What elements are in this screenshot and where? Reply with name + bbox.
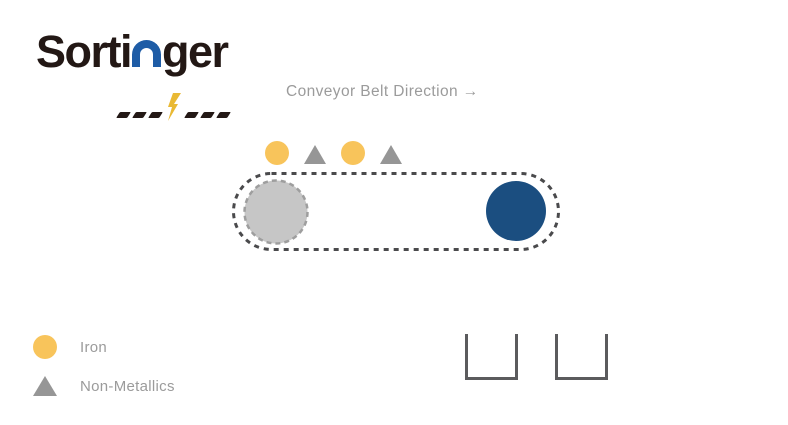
speed-dash-icon	[200, 112, 215, 118]
non-metallics-triangle-icon	[33, 376, 57, 396]
legend-swatch	[32, 376, 58, 396]
speed-dash-icon	[132, 112, 147, 118]
lightning-bolt-icon	[168, 93, 181, 121]
legend-item-iron: Iron	[32, 335, 175, 359]
iron-circle-icon	[33, 335, 57, 359]
conveyor-belt	[232, 172, 560, 251]
brand-logo: Sorti ger	[36, 26, 246, 121]
belt-item-iron	[265, 141, 289, 165]
legend-label-non-metallics: Non-Metallics	[80, 377, 175, 395]
legend-label-iron: Iron	[80, 338, 108, 356]
collection-bin-right	[555, 334, 608, 380]
logo-text-end: ger	[162, 26, 229, 77]
belt-item-non-metallic	[304, 145, 326, 164]
legend-item-non-metallics: Non-Metallics	[32, 374, 175, 398]
magnetic-drum	[486, 181, 546, 241]
belt-outline	[232, 172, 560, 251]
conveyor-direction-label: Conveyor Belt Direction →	[286, 83, 479, 100]
belt-item-iron	[341, 141, 365, 165]
magnet-n-icon	[132, 40, 162, 67]
logo-wordmark: Sorti ger	[36, 26, 246, 78]
belt-items	[265, 140, 402, 165]
speed-dash-icon	[148, 112, 163, 118]
collection-bin-left	[465, 334, 518, 380]
logo-speed-dashes	[116, 64, 231, 121]
speed-dash-icon	[116, 112, 131, 118]
idler-roller	[243, 179, 309, 245]
speed-dash-icon	[216, 112, 231, 118]
legend: Iron Non-Metallics	[32, 335, 175, 398]
belt-item-non-metallic	[380, 145, 402, 164]
speed-dash-icon	[184, 112, 199, 118]
legend-swatch	[32, 335, 58, 359]
logo-text-start: Sorti	[36, 26, 133, 77]
